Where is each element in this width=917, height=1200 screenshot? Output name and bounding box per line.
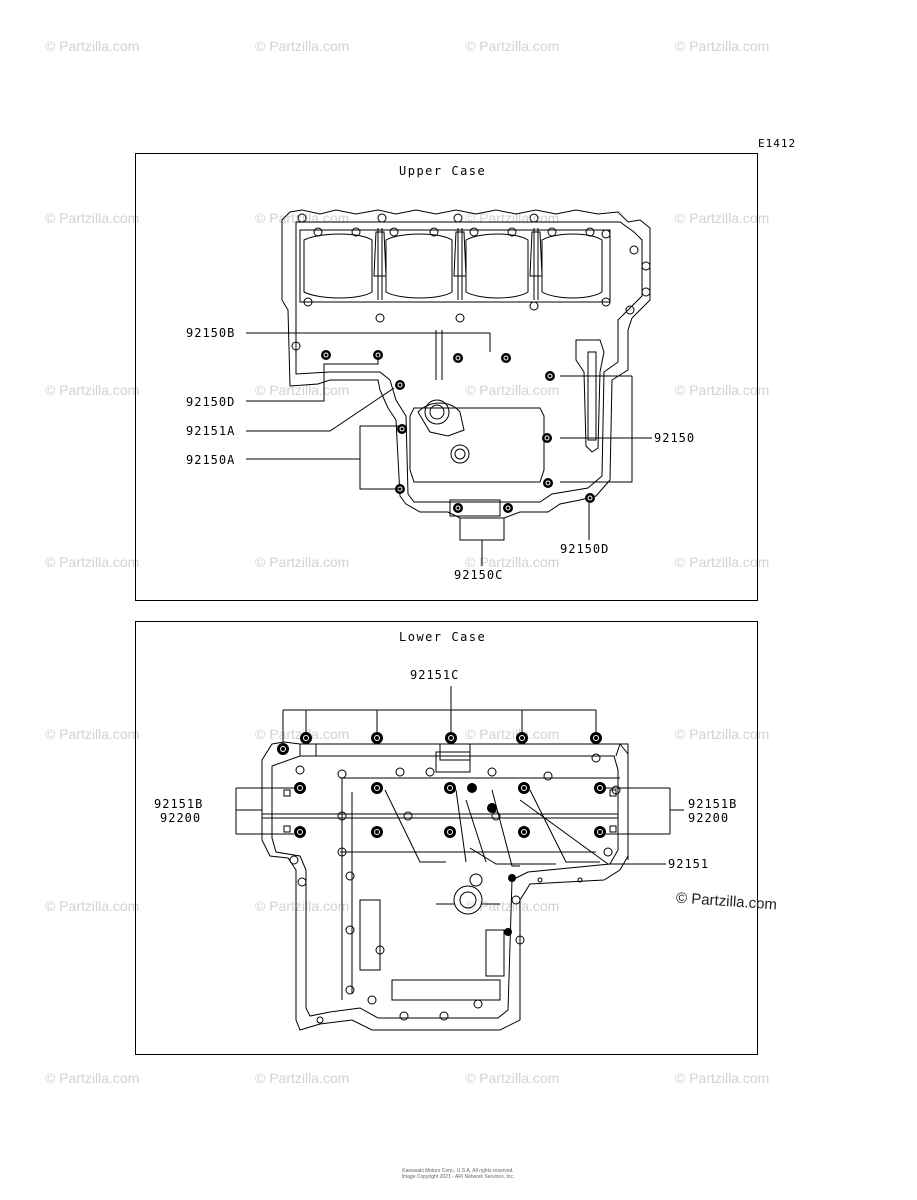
watermark: © Partzilla.com xyxy=(255,38,350,54)
callout-92151C[interactable]: 92151C xyxy=(410,668,460,682)
watermark: © Partzilla.com xyxy=(255,1070,350,1086)
watermark: © Partzilla.com xyxy=(45,210,140,226)
watermark: © Partzilla.com xyxy=(465,1070,560,1086)
watermark: © Partzilla.com xyxy=(465,726,560,742)
watermark: © Partzilla.com xyxy=(45,554,140,570)
watermark: © Partzilla.com xyxy=(465,554,560,570)
watermark: © Partzilla.com xyxy=(675,554,770,570)
lower-case-panel xyxy=(135,621,758,1055)
callout-92200-left[interactable]: 92200 xyxy=(160,811,202,825)
callout-92150D-right[interactable]: 92150D xyxy=(560,542,610,556)
callout-92151B-left[interactable]: 92151B xyxy=(154,797,204,811)
watermark: © Partzilla.com xyxy=(675,38,770,54)
watermark: © Partzilla.com xyxy=(675,382,770,398)
watermark: © Partzilla.com xyxy=(675,210,770,226)
upper-case-drawing xyxy=(246,209,652,566)
callout-92151B-right[interactable]: 92151B xyxy=(688,797,738,811)
watermark: © Partzilla.com xyxy=(465,382,560,398)
callout-92151[interactable]: 92151 xyxy=(668,857,710,871)
callout-92150B[interactable]: 92150B xyxy=(186,326,236,340)
footer-line-1: Kawasaki Motors Corp., U.S.A. All rights… xyxy=(402,1168,514,1174)
callout-92151A[interactable]: 92151A xyxy=(186,424,236,438)
lower-case-title: Lower Case xyxy=(399,630,487,644)
callout-92200-right[interactable]: 92200 xyxy=(688,811,730,825)
watermark: © Partzilla.com xyxy=(45,726,140,742)
watermark: © Partzilla.com xyxy=(255,898,350,914)
callout-92150D-left[interactable]: 92150D xyxy=(186,395,236,409)
watermark: © Partzilla.com xyxy=(255,382,350,398)
callout-92150C[interactable]: 92150C xyxy=(454,568,504,582)
watermark: © Partzilla.com xyxy=(45,898,140,914)
upper-case-panel xyxy=(135,153,758,601)
watermark: © Partzilla.com xyxy=(255,554,350,570)
watermark: © Partzilla.com xyxy=(675,726,770,742)
upper-case-title: Upper Case xyxy=(399,164,487,178)
footer-copyright: Kawasaki Motors Corp., U.S.A. All rights… xyxy=(308,1168,608,1180)
footer-line-2: Image Copyright 2021 - ARI Network Servi… xyxy=(401,1174,515,1180)
watermark: © Partzilla.com xyxy=(465,38,560,54)
watermark: © Partzilla.com xyxy=(465,898,560,914)
watermark: © Partzilla.com xyxy=(675,1070,770,1086)
lower-case-drawing xyxy=(235,686,684,1031)
callout-92150A[interactable]: 92150A xyxy=(186,453,236,467)
watermark: © Partzilla.com xyxy=(45,38,140,54)
figure-code: E1412 xyxy=(758,137,797,150)
callout-92150[interactable]: 92150 xyxy=(654,431,696,445)
watermark: © Partzilla.com xyxy=(45,382,140,398)
watermark: © Partzilla.com xyxy=(45,1070,140,1086)
